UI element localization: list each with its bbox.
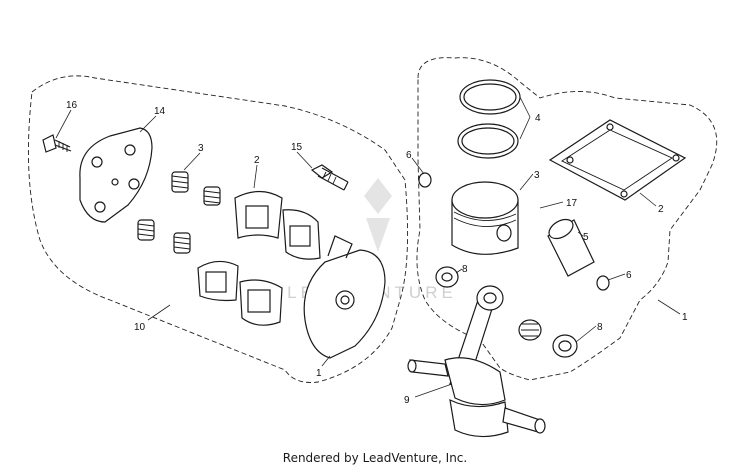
- seal-part-8: [435, 266, 459, 288]
- callout-6: 6: [406, 150, 412, 161]
- callout-8: 8: [462, 264, 468, 275]
- callout-5: 5: [583, 232, 589, 243]
- crankshaft-part-9: [407, 285, 546, 438]
- spring: [203, 186, 221, 206]
- circlip: [596, 275, 610, 291]
- circlip-part-6: [418, 172, 432, 188]
- callout-15: 15: [291, 142, 303, 153]
- clutch-hub-part-1: [303, 235, 386, 359]
- callout-4: 4: [535, 113, 541, 124]
- piston-part-3: [451, 181, 519, 255]
- callout-3: 3: [198, 143, 204, 154]
- wrist-pin-part-5: [547, 218, 595, 277]
- callout-1-right: 1: [682, 312, 688, 323]
- clutch-shoe: [282, 209, 321, 260]
- drive-plate-part-14: [79, 127, 153, 223]
- piston-group-outline: [416, 57, 718, 381]
- callout-14: 14: [154, 106, 166, 117]
- gasket-part-2: [548, 119, 687, 201]
- callout-3-piston: 3: [534, 170, 540, 181]
- callout-9: 9: [404, 395, 410, 406]
- stud-part-15: [310, 164, 349, 191]
- callout-16: 16: [66, 100, 78, 111]
- clutch-springs-part-3: [137, 171, 221, 254]
- piston-rings-part-4: [457, 79, 521, 159]
- callout-6-right: 6: [626, 270, 632, 281]
- callout-2: 2: [254, 155, 260, 166]
- callout-8-right: 8: [597, 322, 603, 333]
- callout-1: 1: [316, 368, 322, 379]
- spring: [171, 171, 189, 193]
- screw-part-16: [42, 134, 72, 153]
- leader-lines: [55, 96, 681, 398]
- callout-17: 17: [566, 198, 578, 209]
- needle-bearing: [518, 319, 542, 341]
- callout-10: 10: [134, 322, 146, 333]
- clutch-group-outline: [27, 75, 409, 383]
- spring: [173, 232, 191, 254]
- clutch-shoe: [239, 279, 283, 326]
- callout-2-gasket: 2: [658, 204, 664, 215]
- callout-labels: 16 14 3 2 15 10 1 4 6 3 17 2 5 6 8 8 1 9: [66, 100, 688, 406]
- seal: [552, 334, 578, 358]
- clutch-shoe-part-2: [234, 190, 283, 239]
- clutch-shoe: [197, 260, 239, 302]
- footer-credit: Rendered by LeadVenture, Inc.: [282, 451, 468, 465]
- spring: [137, 219, 155, 241]
